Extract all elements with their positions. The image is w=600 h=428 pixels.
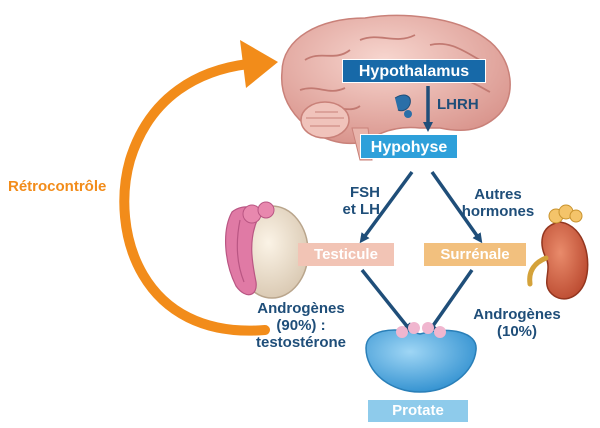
hormone-arrows [359,86,483,334]
fsh-line-2: et LH [342,201,381,218]
androgenes-left-line-2: (90%) : [276,317,326,334]
testicle-illustration [225,201,309,299]
autres-line-1: Autres [474,186,522,203]
prostate-box: Protate [368,400,468,422]
prostate-illustration [365,322,477,393]
testicule-box: Testicule [298,243,394,266]
hypothalamus-box: Hypothalamus [342,59,486,83]
androgenes-left-line-3: testostérone [255,334,347,351]
androgenes-right-line-2: (10%) [496,323,537,340]
feedback-arrow [119,40,278,336]
autres-line-2: hormones [461,203,535,220]
autres-hormones-label: Autres hormones [452,186,544,220]
fsh-line-1: FSH [350,184,380,201]
fsh-lh-label: FSH et LH [330,184,381,218]
androgenes-right-line-1: Androgènes [473,306,561,323]
androgenes-right-label: Androgènes (10%) [462,306,572,340]
kidney-illustration [527,204,589,300]
androgenes-left-line-1: Androgènes [257,300,345,317]
lhrh-label: LHRH [437,96,479,113]
androgenes-left-label: Androgènes (90%) : testostérone [238,300,364,351]
feedback-label: Rétrocontrôle [8,178,107,195]
hypophyse-box: Hypohyse [360,134,458,159]
surrenale-box: Surrénale [424,243,526,266]
